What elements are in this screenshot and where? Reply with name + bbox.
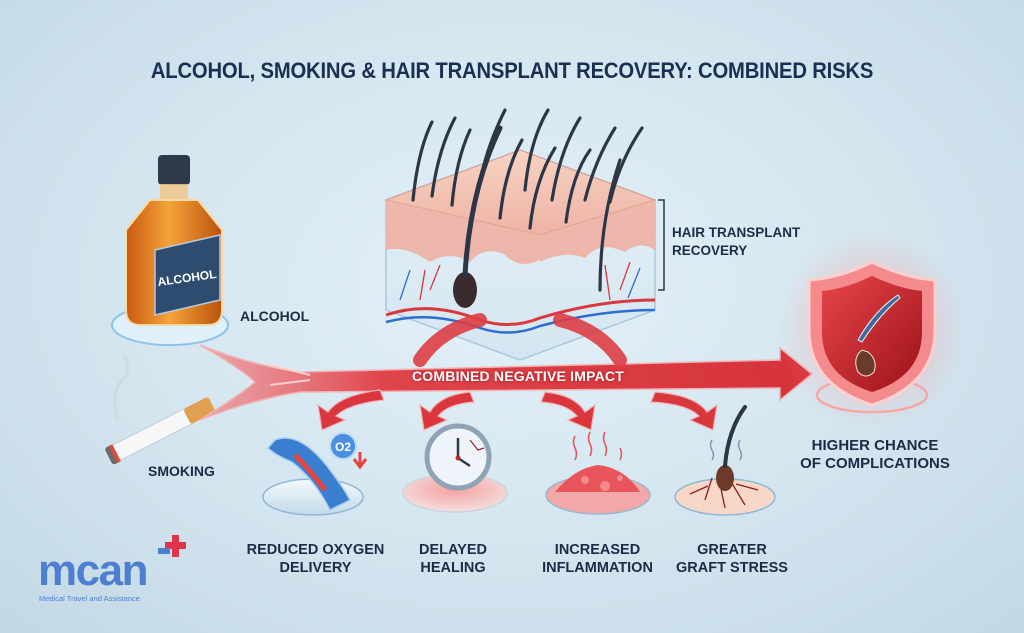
center-label-line2: RECOVERY [672,243,748,258]
hair-graft-icon [674,405,776,516]
blood-vessel-oxygen-icon: O2 [262,432,368,516]
hair-transplant-recovery-label: HAIR TRANSPLANT RECOVERY [672,224,800,260]
effect-line1: INCREASED [554,542,641,558]
effect-line2: INFLAMMATION [542,560,653,576]
effect-icons: O2 [262,405,776,516]
page-title: ALCOHOL, SMOKING & HAIR TRANSPLANT RECOV… [150,58,874,83]
combined-impact-arrow [199,313,814,431]
scalp-cross-section-icon [384,108,665,361]
outcome-complications: HIGHER CHANCE OF COMPLICATIONS [795,437,955,473]
alcohol-label: ALCOHOL [240,308,310,324]
logo-wordmark: mcan [38,546,148,595]
svg-text:O2: O2 [335,440,351,454]
effect-line1: GREATER [697,542,767,558]
logo-tagline: Medical Travel and Assistance [39,594,140,603]
center-label-line1: HAIR TRANSPLANT [672,225,801,240]
effect-line2: DELIVERY [279,560,352,576]
effect-line1: REDUCED OXYGEN [246,542,385,558]
effect-greater-graft-stress: GREATER GRAFT STRESS [667,541,797,577]
clock-icon [402,423,508,513]
effect-line2: GRAFT STRESS [676,560,788,576]
inflamed-skin-icon [545,431,651,515]
shield-warning-icon [777,230,967,430]
outcome-line1: HIGHER CHANCE [811,437,939,454]
cigarette-icon [105,355,215,465]
effect-line1: DELAYED [419,542,487,558]
effect-increased-inflammation: INCREASED INFLAMMATION [530,541,665,577]
effect-line2: HEALING [420,560,486,576]
combined-impact-label: COMBINED NEGATIVE IMPACT [412,368,624,384]
effect-reduced-oxygen: REDUCED OXYGEN DELIVERY [243,541,388,577]
logo-cross-icon [158,535,186,557]
effect-delayed-healing: DELAYED HEALING [408,541,498,577]
smoking-label: SMOKING [148,463,215,479]
liquor-bottle-icon: ALCOHOL [111,155,229,346]
outcome-line2: OF COMPLICATIONS [800,455,950,472]
